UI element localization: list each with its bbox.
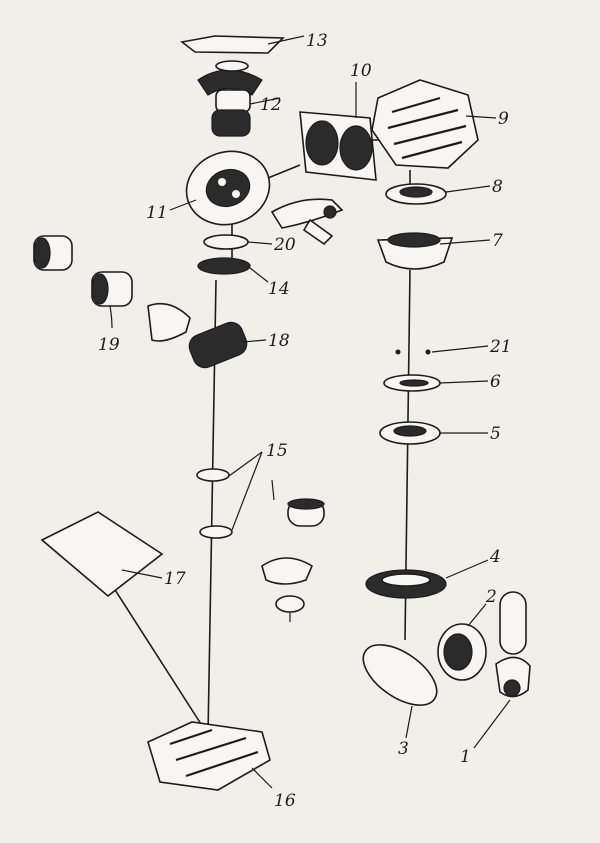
- part-8-ring: [385, 183, 447, 205]
- part-1-lamp: [495, 591, 531, 698]
- label-9: 9: [498, 109, 509, 129]
- part-11-disc: [185, 150, 271, 226]
- label-5: 5: [490, 424, 501, 444]
- label-17: 17: [164, 569, 186, 589]
- label-21: 21: [489, 337, 512, 357]
- part-18-eyepiece: [147, 302, 248, 369]
- part-16-base: [147, 721, 271, 791]
- part-3-mirror: [362, 644, 438, 706]
- part-12-objective: [197, 60, 263, 137]
- label-2: 2: [485, 587, 497, 607]
- label-14: 14: [268, 279, 290, 299]
- part-7-cup: [376, 232, 454, 270]
- part-4-disc: [365, 569, 447, 599]
- label-4: 4: [489, 547, 501, 567]
- part-20-ring: [203, 234, 249, 250]
- callout-labels: 13 12 10 9 11 8 20 7 14 19 18 21 6 5 15 …: [98, 31, 512, 811]
- filter-group: [261, 498, 325, 622]
- leader-lines: [121, 35, 511, 789]
- label-16: 16: [274, 791, 296, 811]
- label-19: 19: [98, 335, 120, 355]
- label-15: 15: [266, 441, 288, 461]
- part-13-plate: [180, 35, 285, 54]
- label-7: 7: [492, 231, 503, 251]
- label-8: 8: [492, 177, 503, 197]
- part-2-condenser: [437, 623, 487, 681]
- part-6-lens: [383, 374, 441, 392]
- label-20: 20: [273, 235, 296, 255]
- label-6: 6: [490, 372, 501, 392]
- label-18: 18: [268, 331, 290, 351]
- label-11: 11: [146, 203, 168, 223]
- part-9-prism: [371, 79, 479, 169]
- part-21-marker: [395, 349, 431, 355]
- label-10: 10: [350, 61, 372, 81]
- label-13: 13: [306, 31, 328, 51]
- part-14-disc: [197, 257, 251, 275]
- bracket-part: [270, 198, 344, 246]
- label-12: 12: [260, 95, 282, 115]
- part-5-lens: [379, 421, 441, 445]
- part-19-tubes: [33, 235, 133, 329]
- part-17-plate: [40, 511, 164, 598]
- label-1: 1: [460, 747, 471, 767]
- label-3: 3: [398, 739, 409, 759]
- part-10-lens-pair: [299, 111, 377, 181]
- part-15-lenses: [196, 468, 233, 539]
